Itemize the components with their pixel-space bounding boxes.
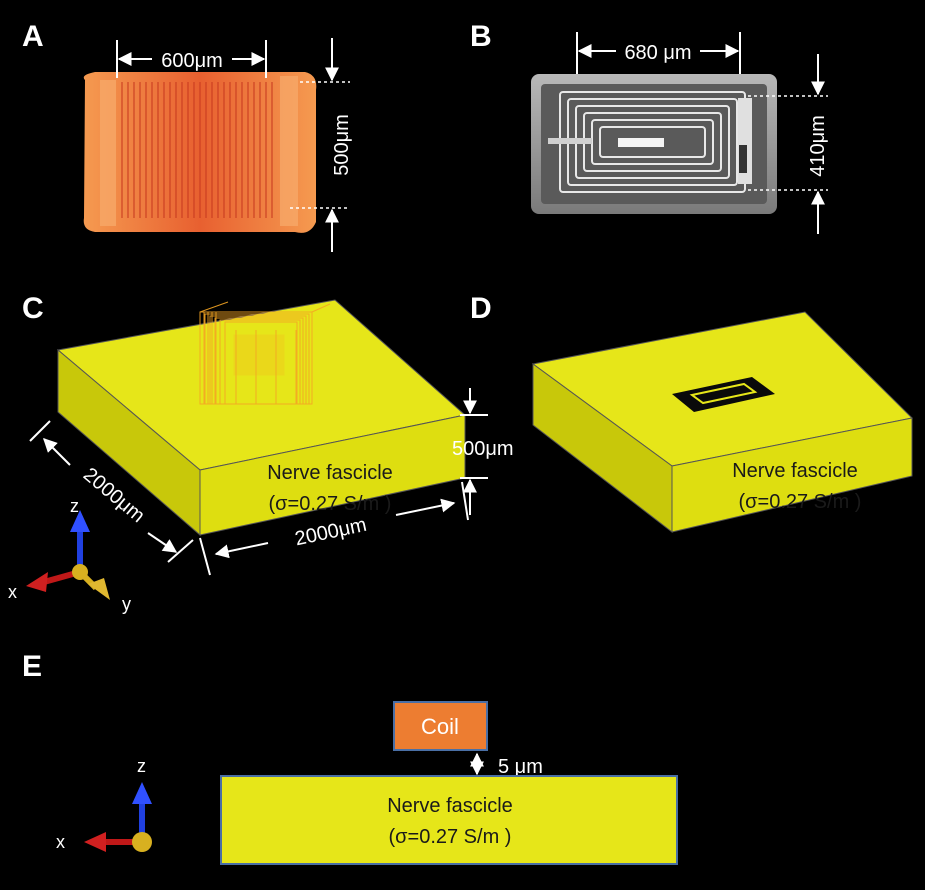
panel-a-letter: A	[22, 20, 44, 53]
chip-right-gap	[739, 145, 747, 173]
dim-c-depth-tick-back	[29, 420, 51, 442]
chip-lead	[548, 138, 592, 144]
nerve-block-c	[56, 299, 467, 537]
triad-c-origin	[72, 564, 88, 580]
dim-b-width-label: 680 μm	[624, 42, 691, 64]
panel-d-letter: D	[470, 292, 492, 325]
dim-c-width-arrow-left	[214, 542, 269, 559]
triad-e-x-label: x	[56, 832, 65, 852]
panel-d: D Nerve fascicle (σ=0.27 S/m )	[470, 292, 914, 534]
triad-c-z-arrowhead	[70, 510, 90, 532]
block-e-label-line2: (σ=0.27 S/m )	[389, 826, 512, 848]
triad-e-x-arrowhead	[84, 832, 106, 852]
coil-photo	[83, 72, 317, 233]
triad-e-z-arrowhead	[132, 782, 152, 804]
coil-wireframe-c	[199, 301, 331, 405]
block-e-label-line1: Nerve fascicle	[387, 795, 513, 817]
block-d-label-line2: (σ=0.27 S/m )	[739, 491, 862, 513]
panel-c-letter: C	[22, 292, 44, 325]
panel-a: A 600μm	[22, 20, 353, 252]
block-d-label-line1: Nerve fascicle	[732, 460, 858, 482]
dim-c-width-tick-left	[199, 537, 211, 576]
nerve-block-e	[220, 775, 678, 865]
triad-c-x-label: x	[8, 582, 17, 602]
chip-center-pad	[618, 138, 664, 147]
dim-c-width-label: 2000μm	[293, 514, 369, 551]
triad-c-y-arrowhead	[88, 578, 110, 600]
triad-c-z-label: z	[70, 496, 79, 516]
coil-box	[393, 701, 488, 751]
block-d-front-face	[671, 417, 913, 533]
block-c-label-line2: (σ=0.27 S/m )	[269, 493, 392, 515]
panel-e-letter: E	[22, 650, 42, 683]
panel-b-letter: B	[470, 20, 492, 53]
dim-c-depth-arrow-back	[43, 438, 71, 466]
dim-c-depth-arrow-front	[147, 532, 178, 553]
triad-c-y-label: y	[122, 594, 131, 614]
triad-c-x-arrowhead	[26, 572, 48, 592]
axis-triad-c: z x y	[8, 496, 131, 614]
dim-c-width-arrow-right	[395, 498, 456, 516]
triad-e-z-label: z	[137, 756, 146, 776]
dim-c-width-tick-right	[461, 481, 469, 521]
panel-b: B 680 μm 410μm	[470, 20, 829, 234]
coil-box-label: Coil	[421, 714, 459, 739]
block-c-label-line1: Nerve fascicle	[267, 462, 393, 484]
dim-a-height-label: 500μm	[331, 114, 353, 176]
dim-c-depth-tick-front	[167, 539, 194, 563]
triad-e-origin	[132, 832, 152, 852]
panel-e: E Coil 5 μm Nerve fascicle (σ=0.27 S/m )…	[22, 650, 678, 865]
chip-footprint-d	[672, 377, 775, 412]
dim-b-height-label: 410μm	[807, 115, 829, 177]
chip-photo	[531, 74, 777, 214]
panel-c: C Nerve fascicle (σ=0.27 S/m ) 500μm	[8, 292, 514, 614]
axis-triad-e: z x	[56, 756, 152, 852]
dim-a-width-label: 600μm	[161, 50, 223, 72]
coil-windings	[121, 82, 273, 218]
dim-c-thickness-label: 500μm	[452, 438, 514, 460]
gap-label: 5 μm	[498, 756, 543, 778]
